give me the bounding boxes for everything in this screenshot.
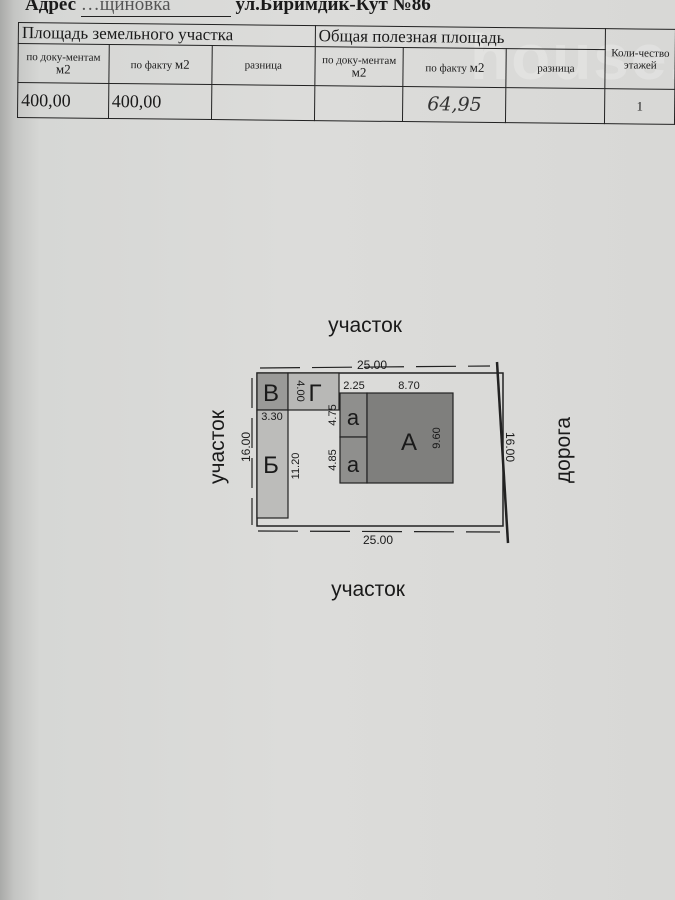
house-a bbox=[366, 392, 454, 484]
dim-bottom: 25.00 bbox=[363, 533, 393, 547]
dim-v-width: 3.30 bbox=[261, 411, 282, 423]
dim-line-top bbox=[259, 365, 491, 369]
room-g: Г bbox=[309, 380, 322, 407]
dim-g-height: 4.00 bbox=[294, 380, 306, 401]
room-b: Б bbox=[263, 452, 279, 479]
dim-a-top: 2.25 bbox=[343, 380, 364, 392]
road-line bbox=[495, 361, 510, 544]
building-g bbox=[287, 372, 340, 411]
address-settlement: …щиновка bbox=[80, 0, 231, 17]
room-a2: а bbox=[347, 452, 360, 477]
dim-line-bottom bbox=[257, 530, 501, 533]
dim-a-height: 9.60 bbox=[431, 427, 443, 448]
dim-b-length: 11.20 bbox=[290, 453, 302, 480]
building-b bbox=[256, 409, 289, 519]
address-street: ул.Биримдик-Кут №86 bbox=[235, 0, 431, 15]
plan-label-left: участок bbox=[206, 409, 229, 484]
address-label: Адрес bbox=[25, 0, 76, 15]
room-a1: а bbox=[347, 405, 360, 430]
dim-left: 16.00 bbox=[239, 432, 253, 462]
watermark: house.kg bbox=[470, 21, 675, 93]
dim-right: 16.00 bbox=[503, 432, 517, 462]
plan-label-right: дорога bbox=[552, 417, 575, 483]
plan-label-top: участок bbox=[328, 314, 403, 337]
room-v: В bbox=[263, 380, 279, 407]
dim-top: 25.00 bbox=[357, 358, 387, 372]
dim-a2-height: 4.85 bbox=[327, 449, 339, 470]
plan-label-bottom: участок bbox=[331, 578, 406, 601]
dim-a-width: 8.70 bbox=[398, 380, 419, 392]
address-line: Адрес …щиновка ул.Биримдик-Кут №86 bbox=[25, 0, 431, 17]
room-a-main: А bbox=[401, 429, 417, 456]
annex-a2 bbox=[339, 436, 368, 484]
dim-a1-height: 4.75 bbox=[327, 404, 339, 425]
